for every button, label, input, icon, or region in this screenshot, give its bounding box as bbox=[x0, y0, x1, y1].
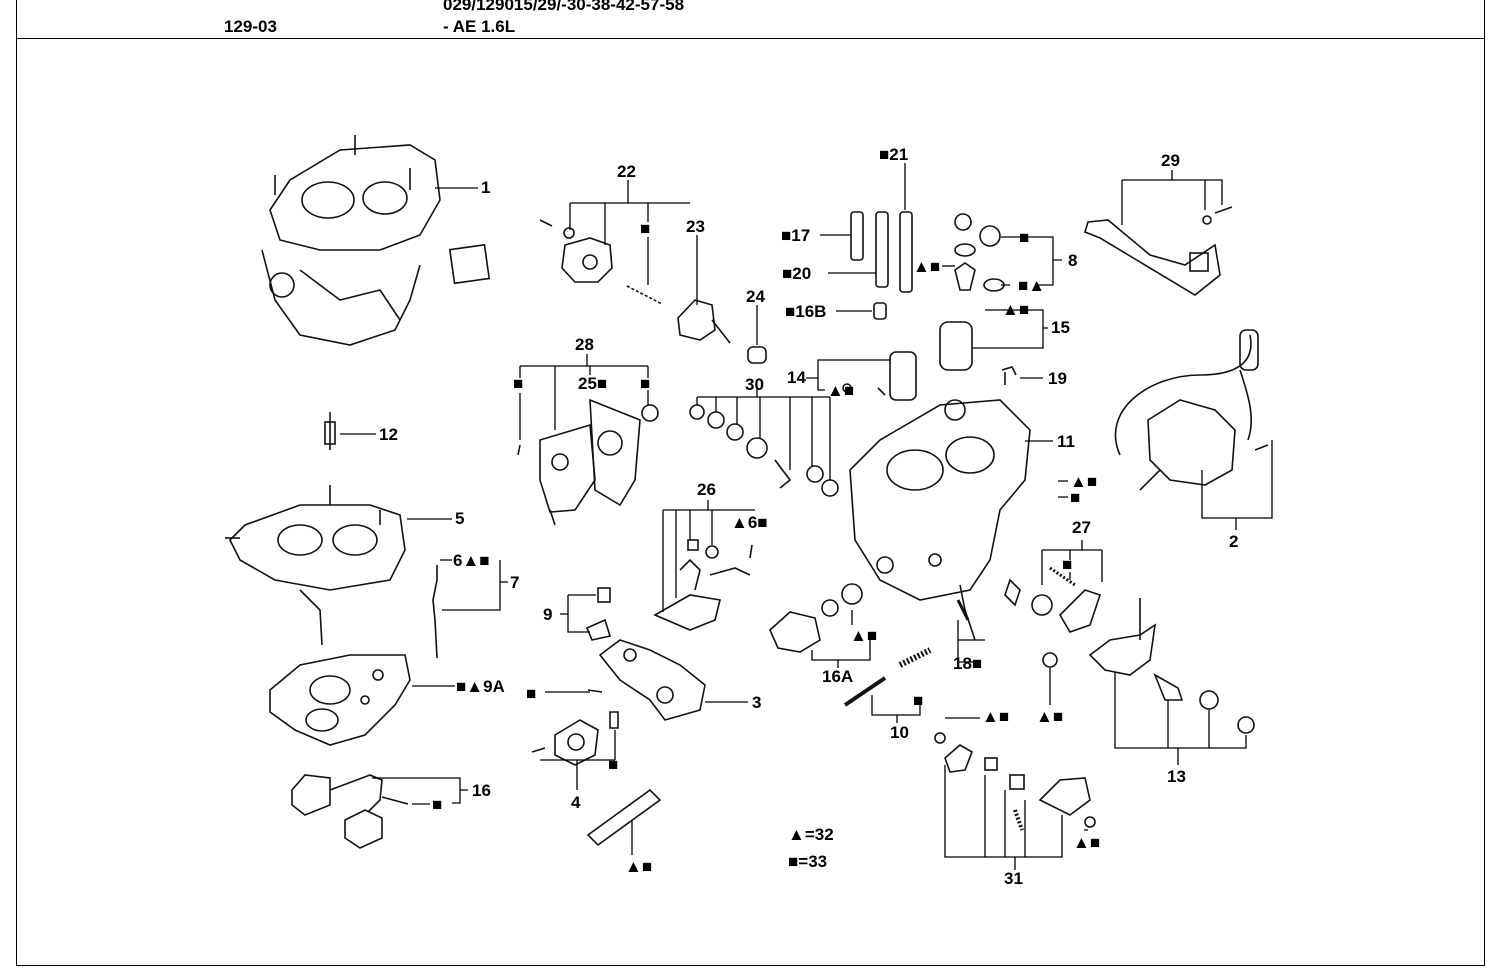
diagram-frame bbox=[16, 38, 1485, 966]
callout-16-square: ■ bbox=[432, 795, 442, 814]
part-7-rod bbox=[299, 565, 438, 659]
part-28-pump-housing bbox=[517, 398, 659, 526]
legend-triangle: ▲=32 bbox=[788, 825, 834, 844]
part-9a-gasket bbox=[269, 654, 411, 746]
part-4-actuator bbox=[531, 711, 619, 766]
callout-1: 1 bbox=[481, 178, 490, 197]
callout-4-square: ■ bbox=[608, 755, 618, 774]
callout-28-square-left: ■ bbox=[513, 374, 523, 393]
model-code-line: 029/129015/29/-30-38-42-57-58 bbox=[443, 0, 685, 14]
callout-8-square: ■ bbox=[1019, 228, 1029, 247]
callout-9: 9 bbox=[543, 605, 552, 624]
callout-14-marker: ▲■ bbox=[827, 381, 854, 400]
callout-9a: ■▲9A bbox=[456, 677, 505, 696]
callout-11: 11 bbox=[1057, 432, 1075, 451]
callout-19: 19 bbox=[1048, 369, 1067, 388]
callout-28-square-right: ■ bbox=[640, 374, 650, 393]
callout-30: 30 bbox=[745, 375, 764, 394]
part-26-lever bbox=[653, 539, 753, 631]
callout-16b: ■16B bbox=[785, 302, 826, 321]
frame-right-edge bbox=[1484, 0, 1485, 40]
diagram-code: 129-03 bbox=[224, 17, 277, 36]
callout-21: ■21 bbox=[879, 145, 908, 164]
callout-15-marker: ▲■ bbox=[1002, 300, 1029, 319]
callout-17: ■17 bbox=[781, 226, 810, 245]
callout-12: 12 bbox=[379, 425, 398, 444]
callout-8-marker-right: ■▲ bbox=[1018, 276, 1045, 295]
callout-22: 22 bbox=[617, 162, 636, 181]
callout-31: 31 bbox=[1004, 869, 1023, 888]
engine-label: - AE 1.6L bbox=[443, 17, 516, 36]
part-8-needle-valve bbox=[954, 213, 1005, 292]
part-3-linkage bbox=[587, 639, 706, 721]
part-27-springs bbox=[1004, 566, 1102, 633]
part-11-carburetor-body bbox=[849, 399, 1031, 641]
part-bottom-rod bbox=[586, 788, 662, 847]
part-22-pump-cover bbox=[539, 219, 767, 364]
part-29-bracket bbox=[1084, 206, 1233, 296]
leader-lines bbox=[340, 163, 1273, 870]
callout-11-marker: ▲■ bbox=[1070, 472, 1097, 491]
callout-labels: 1 5 12 ■▲9A 16 ■ 6▲■ 7 22 ■ 23 24 28 ■ 2… bbox=[379, 145, 1238, 888]
part-jets bbox=[850, 211, 913, 320]
callout-13: 13 bbox=[1167, 767, 1186, 786]
callout-27: 27 bbox=[1072, 518, 1091, 537]
frame-left-edge bbox=[16, 0, 17, 40]
legend: ▲=32 ■=33 bbox=[788, 825, 834, 871]
part-small-parts bbox=[842, 372, 1006, 621]
callout-29: 29 bbox=[1161, 151, 1180, 170]
part-31-springs bbox=[934, 732, 1096, 831]
callout-27-square: ■ bbox=[1062, 555, 1072, 574]
callout-18: 18■ bbox=[953, 654, 982, 673]
part-16a-solenoid bbox=[769, 583, 863, 653]
callout-16: 16 bbox=[472, 781, 491, 800]
callout-5: 5 bbox=[455, 509, 464, 528]
callout-10: 10 bbox=[890, 723, 909, 742]
callout-31-marker-top: ▲■ bbox=[982, 707, 1009, 726]
callout-10-square: ■ bbox=[913, 691, 923, 710]
callout-25: 25■ bbox=[578, 374, 607, 393]
callout-26-marker: ▲6■ bbox=[731, 513, 768, 532]
callout-15: 15 bbox=[1051, 318, 1070, 337]
part-9-bracket bbox=[585, 587, 612, 641]
callout-16a: 16A bbox=[822, 667, 853, 686]
callout-8: 8 bbox=[1068, 251, 1077, 270]
callout-20: ■20 bbox=[782, 264, 811, 283]
callout-26: 26 bbox=[697, 480, 716, 499]
callout-3: 3 bbox=[752, 693, 761, 712]
callout-11-square: ■ bbox=[1070, 488, 1080, 507]
part-5-body-plate bbox=[225, 485, 406, 591]
callout-13-marker: ▲■ bbox=[1036, 707, 1063, 726]
part-16-float bbox=[291, 774, 409, 849]
callout-8-marker-left: ▲■ bbox=[913, 257, 940, 276]
legend-square: ■=33 bbox=[788, 852, 827, 871]
callout-24: 24 bbox=[746, 287, 765, 306]
part-14-15-cylinders bbox=[877, 321, 1017, 401]
part-2-fuel-pump bbox=[1114, 329, 1269, 491]
callout-16a-marker: ▲■ bbox=[850, 626, 877, 645]
callout-6: 6▲■ bbox=[453, 551, 490, 570]
callout-28: 28 bbox=[575, 335, 594, 354]
part-12-stud bbox=[324, 412, 336, 450]
callout-7: 7 bbox=[510, 573, 519, 592]
callout-22-square: ■ bbox=[640, 219, 650, 238]
callout-14: 14 bbox=[787, 368, 806, 387]
part-1-carburetor-cover bbox=[261, 135, 491, 346]
callout-31-marker-right: ▲■ bbox=[1073, 833, 1100, 852]
callout-23: 23 bbox=[686, 217, 705, 236]
callout-bottom-rod: ▲■ bbox=[625, 857, 652, 876]
callout-3-square: ■ bbox=[526, 684, 536, 703]
part-10-screw-spring bbox=[843, 647, 932, 707]
callout-4: 4 bbox=[571, 793, 581, 812]
callout-2: 2 bbox=[1229, 532, 1238, 551]
part-13-lever bbox=[1042, 598, 1255, 734]
